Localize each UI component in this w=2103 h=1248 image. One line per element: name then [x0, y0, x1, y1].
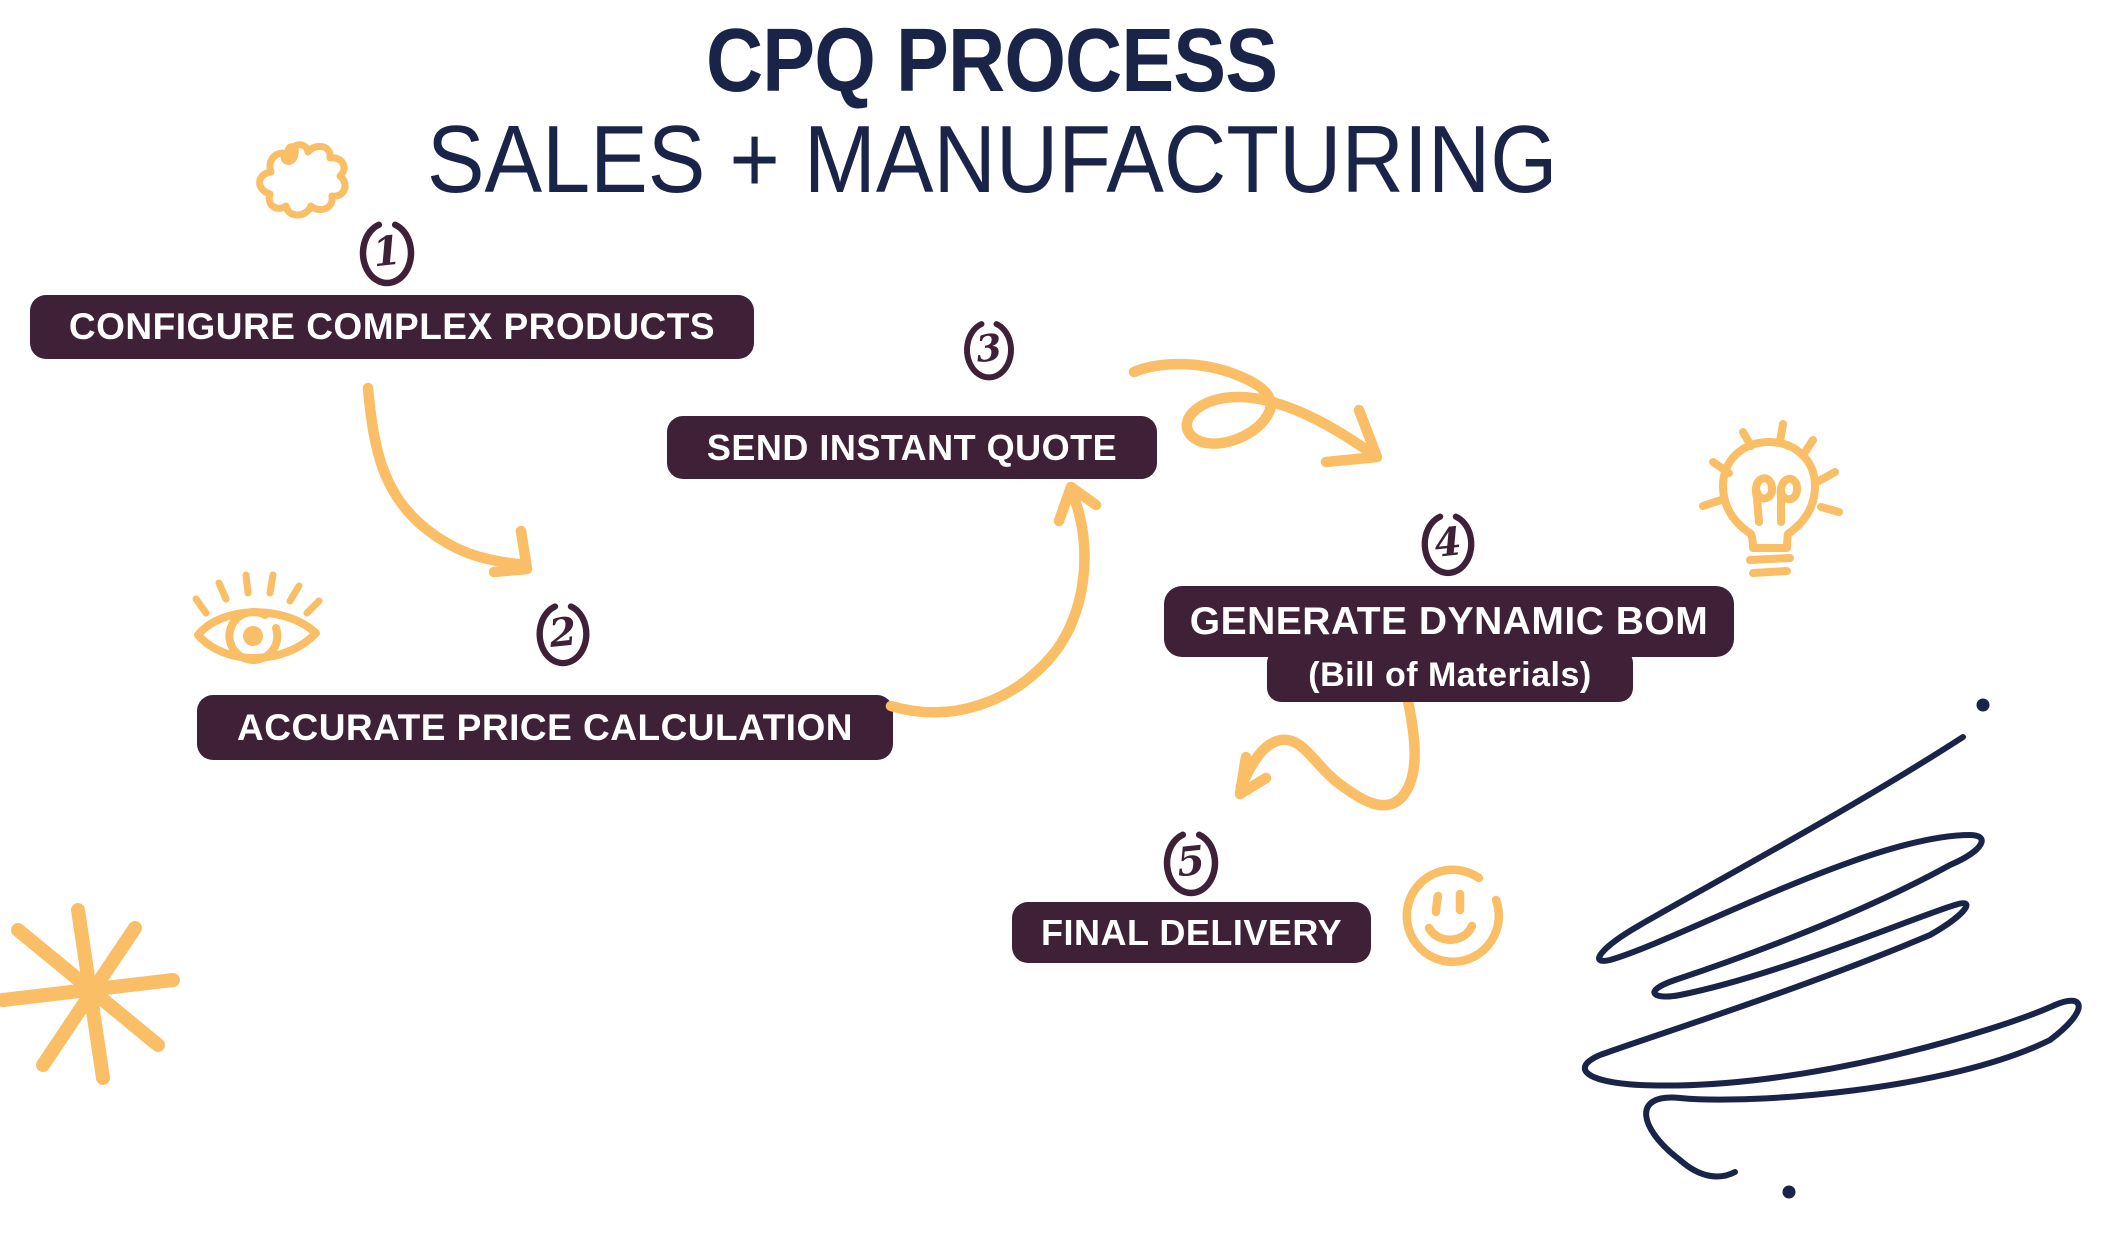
- arrow-step3-to-step4: [1128, 358, 1383, 468]
- step-badge-bill-of-materials: (Bill of Materials): [1267, 649, 1633, 702]
- svg-text:2: 2: [546, 608, 579, 657]
- svg-text:4: 4: [1432, 519, 1463, 567]
- svg-text:3: 3: [974, 326, 1004, 371]
- arrow-step4-to-step5: [1234, 695, 1420, 811]
- asterisk-doodle-icon: [0, 903, 180, 1085]
- step-number-3-circle: 3: [964, 321, 1014, 381]
- arrow-step1-to-step2: [362, 382, 533, 578]
- step-badge-generate-dynamic-bom: GENERATE DYNAMIC BOM: [1164, 586, 1734, 657]
- svg-text:1: 1: [371, 227, 404, 277]
- step-badge-send-instant-quote: SEND INSTANT QUOTE: [667, 416, 1157, 479]
- step-number-2-circle: 2: [536, 603, 590, 667]
- svg-text:5: 5: [1175, 837, 1208, 887]
- page-subtitle-text: SALES + MANUFACTURING: [426, 106, 1558, 213]
- step-badge-final-delivery: FINAL DELIVERY: [1012, 902, 1371, 963]
- page-title: CPQ PROCESS: [292, 16, 1692, 106]
- cloud-doodle-icon: [256, 141, 349, 219]
- step-number-5-circle: 5: [1163, 831, 1219, 897]
- step-badge-accurate-price-calculation: ACCURATE PRICE CALCULATION: [197, 695, 893, 760]
- smiley-doodle-icon: [1402, 865, 1504, 967]
- navy-scribble-doodle: [1581, 698, 2082, 1199]
- step-number-4-circle: 4: [1421, 513, 1475, 577]
- lightbulb-doodle-icon: [1699, 420, 1843, 577]
- step-badge-configure-complex-products: CONFIGURE COMPLEX PRODUCTS: [30, 295, 754, 359]
- eye-doodle-icon: [192, 571, 323, 664]
- arrow-step2-to-step3: [885, 481, 1102, 718]
- page-subtitle: SALES + MANUFACTURING: [292, 112, 1692, 208]
- page-title-text: CPQ PROCESS: [706, 11, 1278, 111]
- step-number-1-circle: 1: [359, 221, 415, 287]
